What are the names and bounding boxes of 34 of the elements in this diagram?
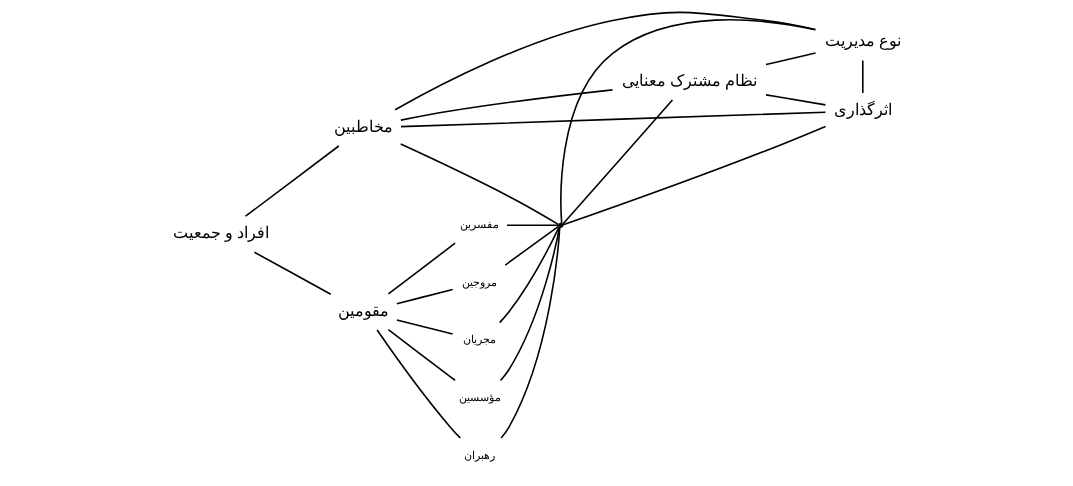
connector — [395, 288, 453, 305]
connector — [498, 226, 560, 324]
connector — [499, 226, 560, 382]
node-text: مفسرین — [459, 218, 499, 231]
connector — [375, 329, 461, 439]
connector — [399, 111, 826, 128]
node-text: افراد و جمعیت — [172, 224, 269, 242]
node-text: مخاطبین — [333, 117, 393, 135]
connector — [861, 59, 864, 94]
connector — [559, 19, 816, 224]
connector — [499, 226, 561, 439]
connector — [395, 319, 453, 335]
connector — [764, 94, 826, 106]
connector — [244, 145, 340, 217]
node-point — [557, 222, 563, 228]
node-text: نظام مشترک معنایی — [621, 71, 757, 89]
connector — [387, 328, 456, 382]
node-text: نوع مدیریت — [824, 32, 901, 50]
node-text: مروجین — [461, 275, 497, 288]
node-text: مقومین — [337, 301, 389, 319]
connector — [387, 242, 456, 295]
connector — [505, 224, 559, 227]
connector — [561, 99, 673, 225]
connector — [561, 125, 826, 226]
connector — [399, 143, 559, 226]
connector — [764, 52, 816, 66]
node-text: مؤسسین — [458, 391, 501, 404]
connector — [393, 11, 816, 111]
node-text: رهبران — [463, 448, 495, 461]
connector — [399, 89, 613, 121]
node-text: مجریان — [462, 333, 496, 346]
node-text: اثرگذاری — [833, 100, 892, 118]
connector — [253, 251, 332, 295]
connector — [504, 225, 559, 266]
